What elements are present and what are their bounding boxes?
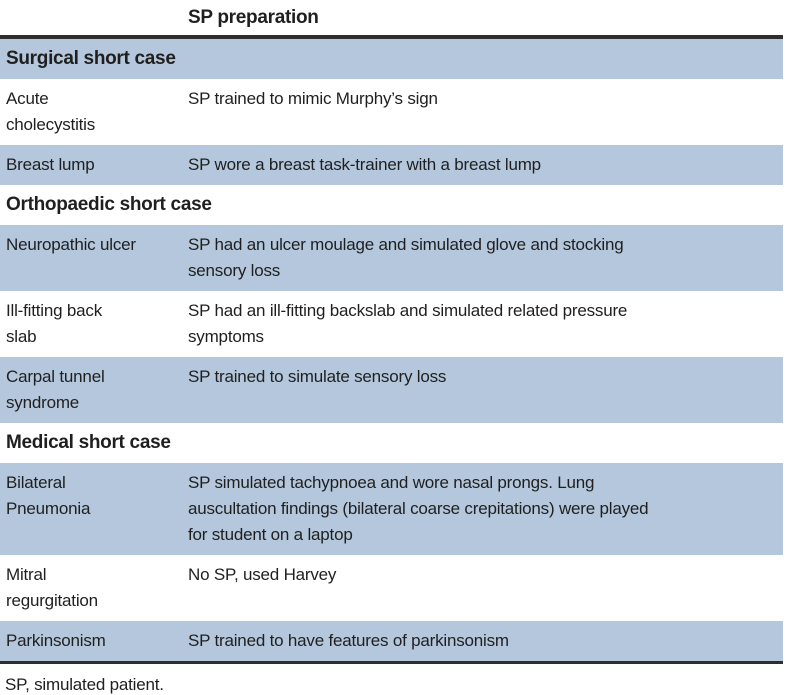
section-row: Medical short case — [0, 423, 783, 463]
case-name-cell: Parkinsonism — [6, 631, 106, 650]
sp-preparation-cell: SP trained to simulate sensory loss — [188, 367, 447, 386]
header-sp-preparation: SP preparation — [188, 7, 319, 28]
table-footnote: SP, simulated patient. — [5, 675, 164, 694]
section-row: Surgical short case — [0, 39, 783, 79]
sp-preparation-cell: SP trained to have features of parkinson… — [188, 631, 509, 650]
case-name-cell: Mitral regurgitation — [6, 565, 98, 610]
sp-preparation-cell: SP had an ulcer moulage and simulated gl… — [188, 235, 624, 280]
table-row: Parkinsonism SP trained to have features … — [0, 621, 783, 661]
table-row: Bilateral Pneumonia SP simulated tachypno… — [0, 463, 783, 555]
section-label: Medical short case — [6, 432, 171, 453]
case-name-cell: Carpal tunnel syndrome — [6, 367, 105, 412]
table-row: Breast lump SP wore a breast task-trainer… — [0, 145, 783, 185]
case-name-cell: Ill-fitting back slab — [6, 301, 103, 346]
section-row: Orthopaedic short case — [0, 185, 783, 225]
case-name-cell: Bilateral Pneumonia — [6, 473, 91, 518]
sp-preparation-cell: SP wore a breast task-trainer with a bre… — [188, 155, 541, 174]
case-name-cell: Acute cholecystitis — [6, 89, 96, 134]
sp-preparation-cell: SP trained to mimic Murphy’s sign — [188, 89, 438, 108]
case-name-cell: Breast lump — [6, 155, 95, 174]
table-row: Mitral regurgitation No SP, used Harvey — [0, 555, 783, 621]
sp-preparation-cell: SP had an ill-fitting backslab and simul… — [188, 301, 628, 346]
sp-preparation-cell: SP simulated tachypnoea and wore nasal p… — [188, 473, 649, 544]
table-row: Acute cholecystitis SP trained to mimic M… — [0, 79, 783, 145]
table-row: Carpal tunnel syndrome SP trained to simu… — [0, 357, 783, 423]
table-row: Ill-fitting back slab SP had an ill-fitti… — [0, 291, 783, 357]
table-header-row: SP preparation — [0, 2, 783, 39]
case-name-cell: Neuropathic ulcer — [6, 235, 136, 254]
section-label: Orthopaedic short case — [6, 194, 212, 215]
table-row: Neuropathic ulcer SP had an ulcer moulage… — [0, 225, 783, 291]
sp-preparation-cell: No SP, used Harvey — [188, 565, 337, 584]
section-label: Surgical short case — [6, 48, 176, 69]
